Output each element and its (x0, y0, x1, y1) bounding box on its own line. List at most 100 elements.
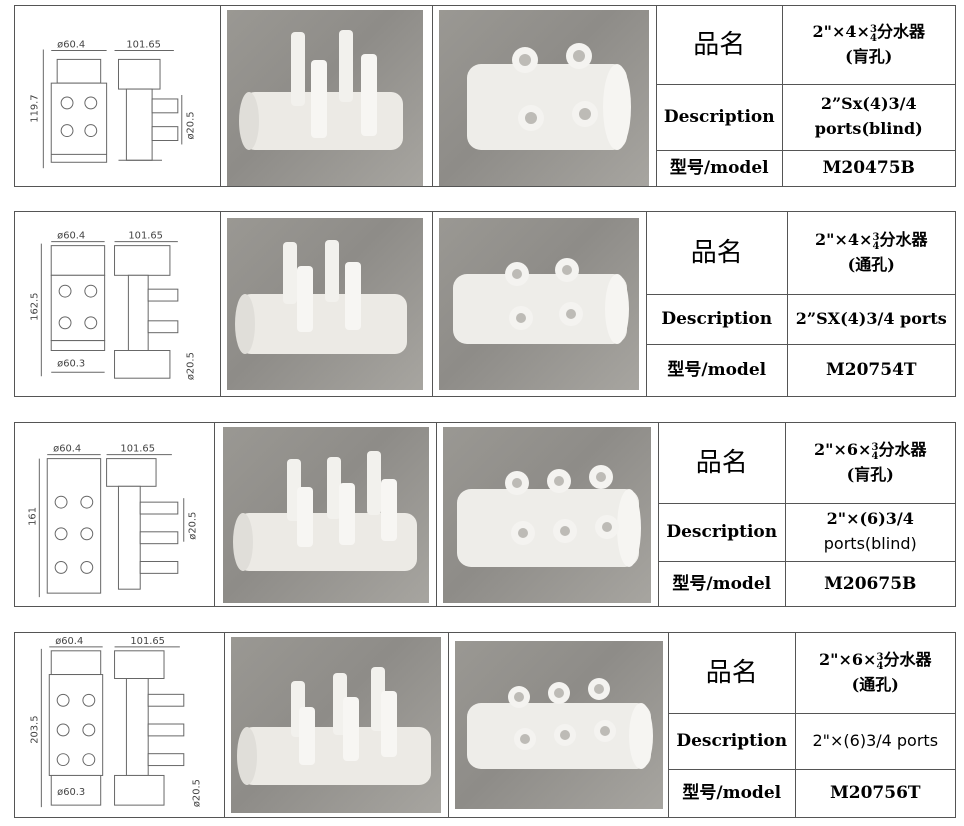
dim-height: 162.5 (29, 293, 40, 321)
fitting-top-illustration (453, 258, 629, 344)
photo-cell-side (221, 212, 433, 396)
label-description: Description (657, 83, 783, 151)
product-model: M20675B (784, 560, 955, 606)
technical-drawing: ø60.4 101.65 203.5 ø60.3 ø20.5 (15, 633, 225, 817)
dim-port: ø20.5 (186, 111, 197, 139)
description-main: 2"×(6)3/4 (826, 509, 914, 529)
label-description: Description (669, 712, 796, 770)
fraction-numerator: 3 (871, 441, 879, 453)
label-model: 型号/model (657, 149, 783, 186)
dim-bottom: ø60.3 (57, 358, 85, 369)
product-row-1: ø60.4 101.65 119.7 ø20.5 (14, 5, 956, 187)
fraction-denominator: 4 (876, 660, 884, 672)
dim-length: 101.65 (128, 231, 163, 242)
product-photo-side (223, 427, 429, 603)
fraction-denominator: 4 (872, 240, 880, 252)
product-description: 2"×(6)3/4 ports (794, 712, 955, 770)
label-model: 型号/model (647, 343, 788, 396)
dim-height: 203.5 (29, 716, 40, 744)
dim-width: ø60.4 (57, 40, 85, 51)
photo-cell-side (225, 633, 449, 817)
fraction-denominator: 4 (871, 450, 879, 462)
label-name: 品名 (647, 212, 788, 295)
dim-port: ø20.5 (186, 352, 197, 380)
dim-port: ø20.5 (188, 512, 199, 540)
dim-length: 101.65 (120, 444, 155, 455)
photo-cell-top (433, 6, 657, 186)
fitting-side-illustration (233, 451, 417, 571)
dimension-drawing-svg: ø60.4 101.65 203.5 ø60.3 ø20.5 (29, 636, 203, 807)
product-photo-side (227, 218, 423, 390)
fraction-numerator: 3 (869, 23, 877, 35)
photo-cell-top (437, 423, 659, 606)
product-model: M20475B (781, 149, 955, 186)
dim-width: ø60.4 (57, 231, 85, 242)
label-model: 型号/model (669, 768, 796, 817)
photo-cell-side (215, 423, 437, 606)
fitting-top-illustration (467, 43, 631, 150)
dim-bottom: ø60.3 (57, 787, 85, 798)
product-row-4: ø60.4 101.65 203.5 ø60.3 ø20.5 (14, 632, 956, 818)
product-photo-side (231, 637, 441, 813)
product-photo-top (439, 218, 639, 390)
dim-width: ø60.4 (53, 444, 81, 455)
dimension-drawing-svg: ø60.4 101.65 161 ø20.5 (27, 444, 199, 598)
product-model: M20754T (786, 343, 955, 396)
photo-cell-top (433, 212, 647, 396)
product-description: 2"×(6)3/4 ports(blind) (784, 502, 955, 562)
label-name: 品名 (669, 633, 796, 714)
product-photo-top (439, 10, 649, 186)
technical-drawing: ø60.4 101.65 161 ø20.5 (15, 423, 215, 606)
name-suffix: 分水器 (876, 21, 925, 41)
dim-height: 161 (27, 507, 38, 526)
label-model: 型号/model (659, 560, 786, 606)
product-type: (通孔) (847, 254, 895, 274)
photo-cell-side (221, 6, 433, 186)
fitting-side-illustration (237, 667, 431, 785)
fitting-side-illustration (239, 30, 403, 150)
label-description: Description (647, 293, 788, 345)
name-suffix: 分水器 (879, 229, 928, 249)
label-name: 品名 (657, 6, 783, 85)
fraction-denominator: 4 (869, 32, 877, 44)
name-suffix: 分水器 (883, 649, 932, 669)
product-description: 2”Sx(4)3/4 ports(blind) (781, 83, 955, 151)
name-prefix: 2"×6× (814, 439, 872, 459)
dimension-drawing-svg: ø60.4 101.65 119.7 ø20.5 (29, 40, 197, 169)
product-model: M20756T (794, 768, 955, 817)
fitting-top-illustration (457, 465, 641, 567)
dim-width: ø60.4 (55, 636, 83, 647)
product-photo-top (443, 427, 651, 603)
product-description: 2”SX(4)3/4 ports (786, 293, 955, 345)
name-prefix: 2"×4× (815, 229, 873, 249)
fraction-numerator: 3 (876, 651, 884, 663)
name-suffix: 分水器 (878, 439, 927, 459)
product-type: (通孔) (851, 674, 899, 694)
fitting-side-illustration (235, 240, 407, 354)
product-photo-side (227, 10, 423, 186)
name-prefix: 2"×6× (819, 649, 877, 669)
dim-port: ø20.5 (192, 779, 203, 807)
dim-length: 101.65 (130, 636, 165, 647)
technical-drawing: ø60.4 101.65 119.7 ø20.5 (15, 6, 221, 186)
label-name: 品名 (659, 423, 786, 504)
fraction-numerator: 3 (872, 231, 880, 243)
product-row-3: ø60.4 101.65 161 ø20.5 (14, 422, 956, 607)
product-type: (肓孔) (845, 46, 893, 66)
description-sub: ports(blind) (823, 534, 917, 553)
dimension-drawing-svg: ø60.4 101.65 162.5 ø60.3 ø20.5 (29, 231, 197, 380)
dim-height: 119.7 (29, 94, 40, 122)
fitting-top-illustration (467, 678, 653, 769)
name-prefix: 2"×4× (812, 21, 870, 41)
